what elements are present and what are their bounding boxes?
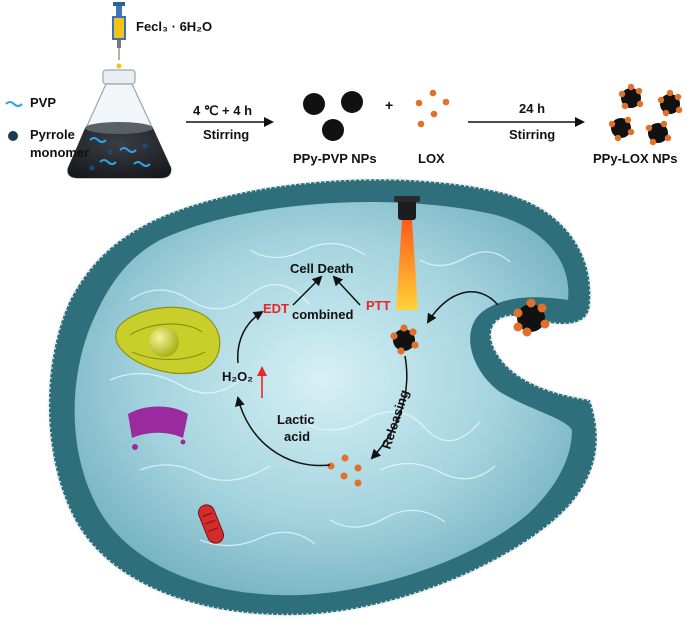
pvp-legend-icon [5,101,23,107]
water-caustics [109,242,511,547]
ppy-pvp-nanoparticles [303,91,363,141]
syringe-icon [112,2,126,69]
step2-stirring-label: Stirring [509,127,555,142]
laser-icon [394,196,420,310]
lox-enzyme-dots [415,89,450,128]
step1-stirring-label: Stirring [203,127,249,142]
oxidant-label: Fecl₃ · 6H₂O [136,19,212,34]
ppy-lox-nanoparticle-in-cell [390,324,419,355]
h2o2-to-edt-arrow [237,310,264,364]
nucleus-organelle [115,306,221,375]
acid-label: acid [284,429,310,444]
edt-to-death-arrow [292,275,323,306]
ppy-lox-label: PPy-LOX NPs [593,151,678,166]
cell-death-label: Cell Death [290,261,354,276]
lox-label: LOX [418,151,445,166]
monomer-label-line1: Pyrrole [30,127,75,142]
ptt-to-death-arrow [332,275,361,306]
golgi-organelle [128,406,188,450]
cell-membrane-beads [47,177,599,617]
cell [47,177,599,617]
pvp-label: PVP [30,95,56,110]
ppy-lox-nanoparticles [608,83,683,146]
ppy-pvp-label: PPy-PVP NPs [293,151,377,166]
plus-sign: + [385,97,393,113]
step2-time-label: 24 h [519,101,545,116]
pyrrole-legend-icon [8,131,18,141]
monomer-label-line2: monomer [30,145,89,160]
ppy-lox-nanoparticle-outside [513,298,550,337]
combined-label: combined [292,307,353,322]
h2o2-label: H₂O₂ [222,369,253,384]
lactic-label: Lactic [277,412,315,427]
releasing-arrow [370,355,408,460]
released-lox-dots [327,454,362,487]
reaction-flask [67,69,172,179]
step1-condition-label: 4 ℃ + 4 h [193,103,252,118]
mitochondrion-organelle [198,504,224,544]
lactic-acid-arrow [234,396,331,467]
uptake-arrow [426,291,499,324]
ptt-label: PTT [366,298,391,313]
edt-label: EDT [263,301,289,316]
